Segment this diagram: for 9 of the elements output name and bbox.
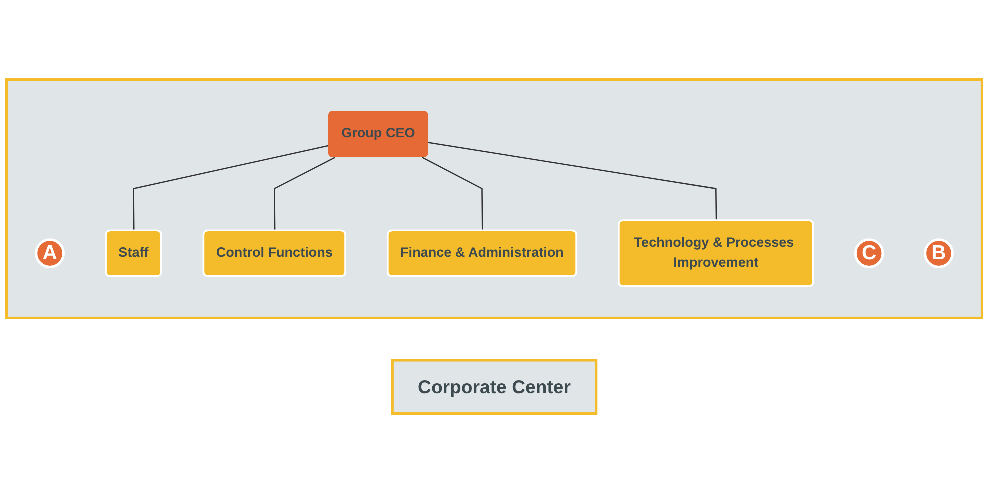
cluster (6, 78, 984, 320)
node-circle: B (924, 238, 954, 268)
connector (274, 156, 336, 231)
node-circle: C (854, 238, 884, 268)
node-circle: A (35, 238, 65, 268)
connector (428, 142, 718, 221)
node-box: Corporate Center (391, 358, 598, 415)
connector (133, 144, 330, 231)
connector (422, 156, 484, 231)
